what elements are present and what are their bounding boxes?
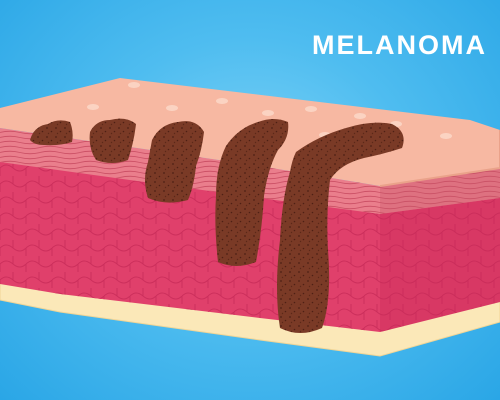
pore-dots [87, 82, 452, 139]
tumor-shape-3 [145, 121, 204, 203]
tumor-shape-4 [215, 119, 289, 266]
diagram-title: MELANOMA [312, 30, 487, 60]
tumor-shape-1 [30, 120, 73, 146]
tumor-shape-5 [277, 122, 404, 334]
melanoma-tumors [30, 118, 404, 334]
tumor-shape-2 [89, 118, 136, 163]
